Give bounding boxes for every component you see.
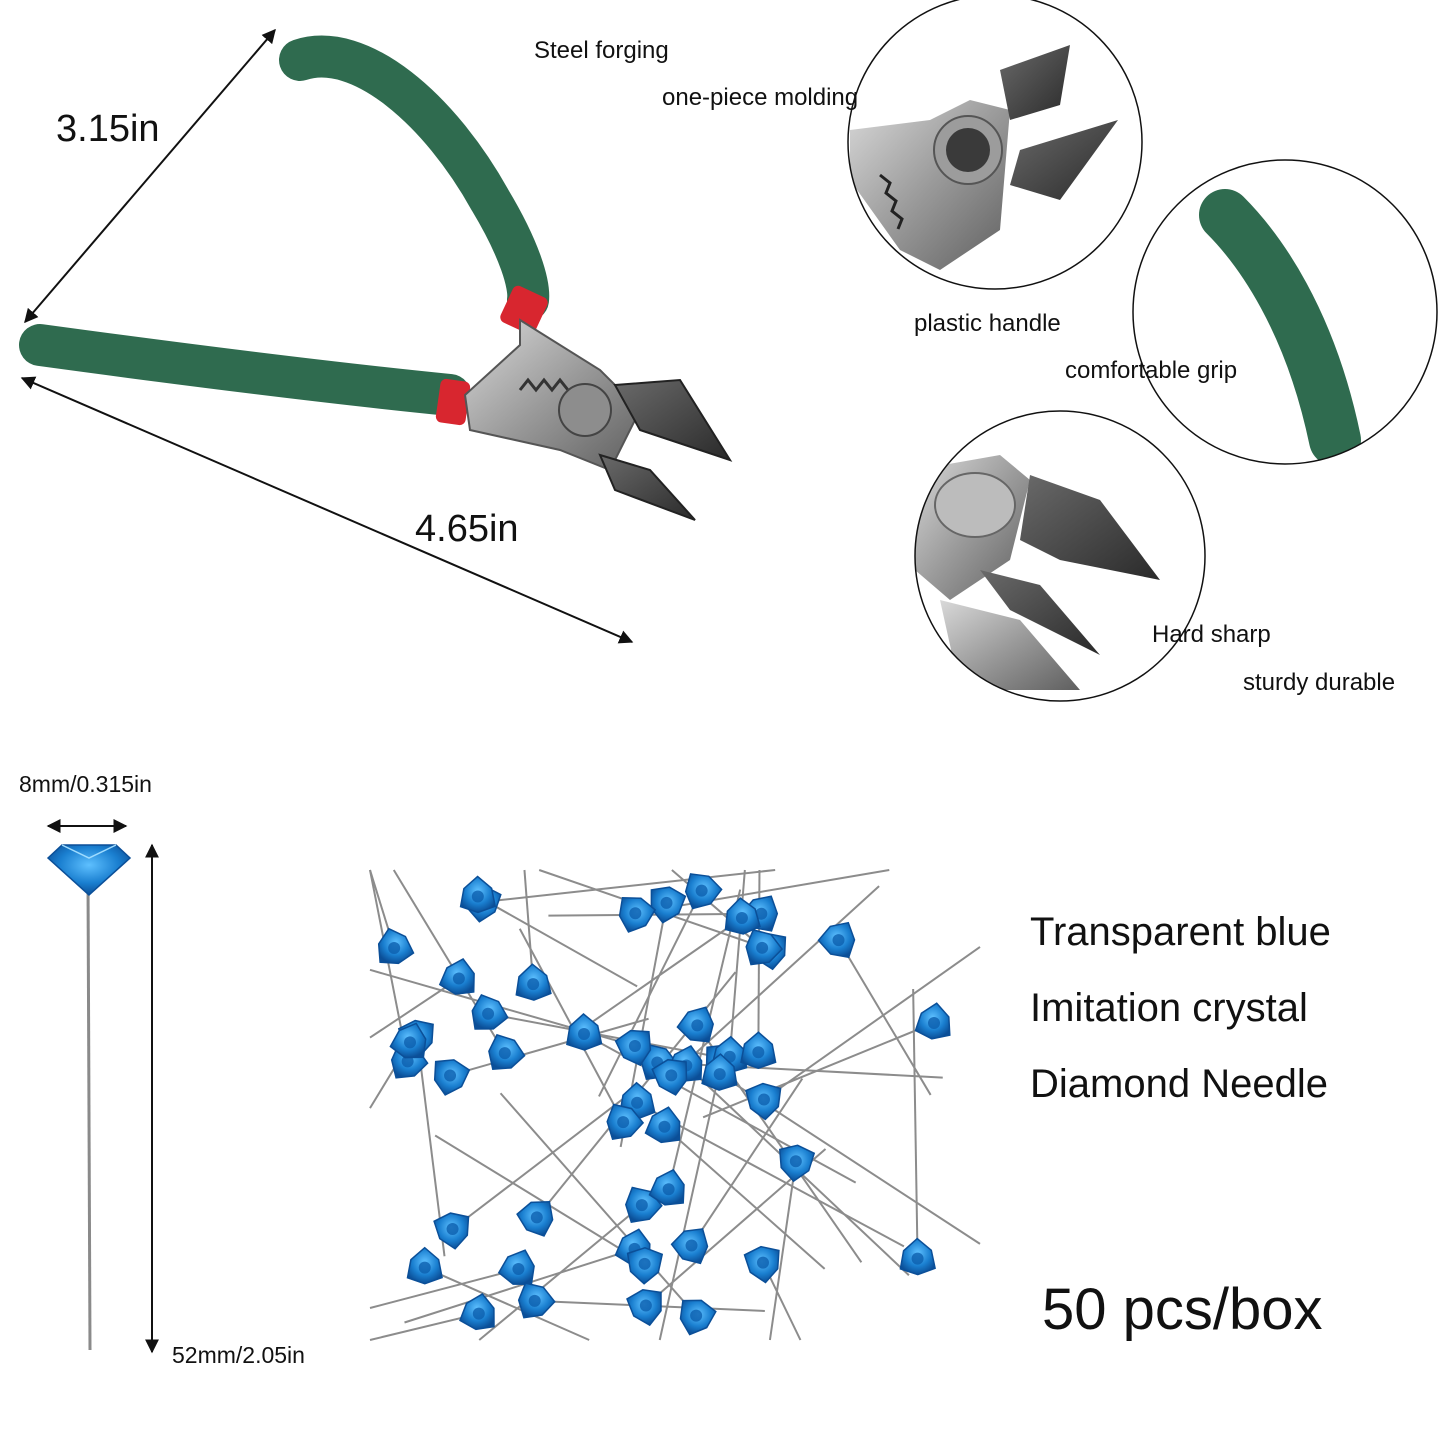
pin-crystal-facet <box>911 1252 924 1265</box>
pin-shaft <box>548 912 762 917</box>
pin-shaft <box>369 977 460 1039</box>
pin-crystal-facet <box>471 890 484 903</box>
pin-crystal-facet <box>452 972 465 985</box>
pin-shaft <box>670 885 880 1077</box>
pin-crystal-facet <box>928 1016 941 1029</box>
pin-head-size-label: 8mm/0.315in <box>19 771 152 797</box>
pin-shaft <box>636 1101 905 1248</box>
pin-shaft <box>482 869 776 904</box>
pin-crystal-facet <box>639 1299 652 1312</box>
pin-crystal-facet <box>401 1055 414 1068</box>
pin-shaft <box>690 1077 804 1247</box>
pin-shaft <box>424 1266 590 1341</box>
pin-crystal-facet <box>530 1211 543 1224</box>
pin-crystal-facet <box>635 1199 648 1212</box>
pin-crystal-facet <box>528 1294 541 1307</box>
pin-crystal-facet <box>691 1019 704 1032</box>
pin-shaft <box>487 1012 748 1064</box>
callout-comfortable-grip: comfortable grip <box>1065 357 1238 384</box>
pin-shaft <box>434 1134 646 1265</box>
pin-crystal-facet <box>713 1068 726 1081</box>
pins-pile <box>369 869 981 1341</box>
pin-crystal-facet <box>472 1307 485 1320</box>
callout-plastic-handle: plastic handle <box>914 310 1061 337</box>
pin-shaft <box>369 1268 519 1309</box>
pin-crystal-facet <box>756 1256 769 1269</box>
pin-shaft <box>478 1204 643 1341</box>
pin-crystal-facet <box>577 1028 590 1041</box>
width-dimension-arrow <box>24 28 276 324</box>
callout-steel-forging: Steel forging <box>534 37 669 64</box>
length-dimension-arrow <box>20 376 634 644</box>
pin-shaft <box>657 1061 943 1079</box>
pin-crystal-facet <box>756 941 769 954</box>
callout-sturdy-durable: sturdy durable <box>1243 669 1396 696</box>
pin-crystal-facet <box>628 1039 641 1052</box>
pin-crystal-facet <box>512 1263 525 1276</box>
pin-crystal-facet <box>658 1120 671 1133</box>
pin-shaft <box>477 895 638 988</box>
pin-shaft <box>768 1161 797 1341</box>
callout-one-piece-molding: one-piece molding <box>662 84 859 111</box>
pin-shaft <box>663 1125 826 1270</box>
feature-imitation-crystal: Imitation crystal <box>1030 986 1308 1030</box>
pin-shaft <box>912 988 919 1259</box>
pin-crystal-facet <box>735 911 748 924</box>
pin-crystal-facet <box>629 907 642 920</box>
pliers-length-label: 4.65in <box>415 508 519 550</box>
pin-shaft <box>837 939 932 1096</box>
pin-crystal-facet <box>752 1046 765 1059</box>
pin-length-label: 52mm/2.05in <box>172 1342 305 1368</box>
pin-crystal-facet <box>685 1239 698 1252</box>
detail-circle-grip <box>1132 159 1438 465</box>
pin-crystal-facet <box>638 1257 651 1270</box>
pin-crystal-facet <box>418 1261 431 1274</box>
single-pin <box>46 844 132 1351</box>
pin-crystal-facet <box>631 1096 644 1109</box>
pin-crystal-facet <box>388 941 401 954</box>
pin-shaft <box>580 917 743 1031</box>
detail-circle-blades <box>914 410 1206 702</box>
pin-crystal-facet <box>527 978 540 991</box>
pin-crystal-facet <box>832 934 845 947</box>
pin-crystal-facet <box>498 1047 511 1060</box>
pin-crystal-facet <box>444 1069 457 1082</box>
package-count: 50 pcs/box <box>1042 1277 1323 1342</box>
pin-crystal-facet <box>789 1155 802 1168</box>
pin-shaft <box>671 869 763 949</box>
pin-crystal-facet <box>404 1036 417 1049</box>
pin-crystal-facet <box>662 1183 675 1196</box>
pin-crystal-facet <box>665 1069 678 1082</box>
pin-shaft <box>451 1096 626 1230</box>
pin-shaft <box>763 946 981 1101</box>
callout-hard-sharp: Hard sharp <box>1152 621 1271 648</box>
pin-crystal-facet <box>660 896 673 909</box>
feature-diamond-needle: Diamond Needle <box>1030 1062 1328 1106</box>
pin-crystal-facet <box>755 907 768 920</box>
pin-crystal-facet <box>482 1007 495 1020</box>
pin-crystal-facet <box>446 1223 459 1236</box>
pin-crystal-facet <box>695 884 708 897</box>
pin-shaft <box>499 1092 697 1317</box>
pliers-width-label: 3.15in <box>56 108 160 150</box>
detail-circle-forging <box>847 0 1143 290</box>
pin-crystal-facet <box>617 1116 630 1129</box>
pin-shaft <box>449 1017 649 1077</box>
pin-crystal-facet <box>690 1309 703 1322</box>
feature-transparent-blue: Transparent blue <box>1030 910 1331 954</box>
pin-crystal-facet <box>757 1093 770 1106</box>
pin-shaft <box>658 1060 723 1341</box>
pin-shaft <box>404 1247 635 1324</box>
